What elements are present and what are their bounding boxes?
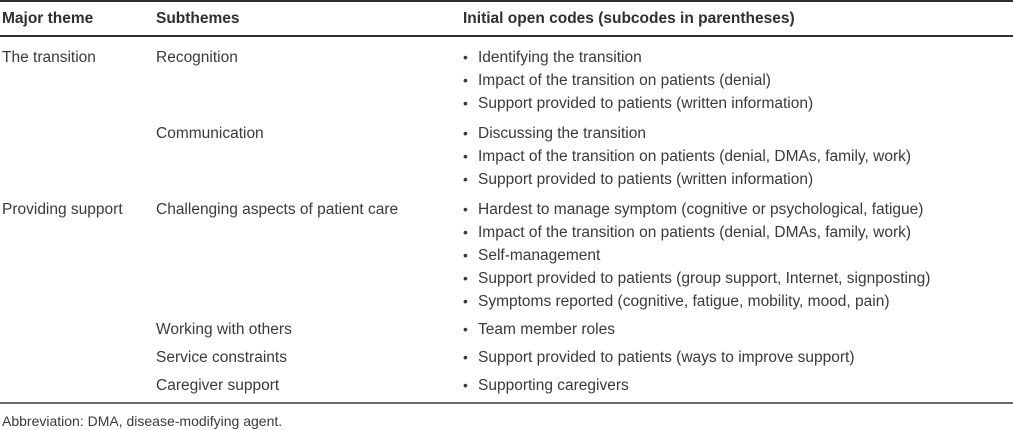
code-text: Support provided to patients (ways to im… (478, 349, 855, 366)
table-row: Service constraints • Support provided to… (0, 341, 1013, 369)
bullet-icon: • (463, 125, 468, 141)
code-item: • Hardest to manage symptom (cognitive or… (463, 198, 1013, 221)
header-row: Major theme Subthemes Initial open codes… (0, 0, 1013, 37)
bullet-icon: • (463, 171, 468, 187)
bullet-icon: • (463, 270, 468, 286)
column-header-major-theme: Major theme (0, 0, 156, 37)
code-item: • Support provided to patients (written i… (463, 168, 1013, 191)
bullet-icon: • (463, 72, 468, 88)
code-item: • Impact of the transition on patients (d… (463, 145, 1013, 168)
table-row: Providing support Challenging aspects of… (0, 191, 1013, 313)
major-theme-cell (0, 115, 156, 191)
code-item: • Self-management (463, 244, 1013, 267)
codes-cell: • Discussing the transition • Impact of th… (463, 115, 1013, 191)
code-text: Support provided to patients (written in… (478, 171, 814, 188)
code-item: • Identifying the transition (463, 46, 1013, 69)
code-text: Support provided to patients (group supp… (478, 270, 931, 287)
column-header-subthemes: Subthemes (156, 0, 463, 37)
code-item: • Discussing the transition (463, 122, 1013, 145)
codes-cell: • Team member roles (463, 313, 1013, 341)
table-row: Caregiver support • Supporting caregivers (0, 369, 1013, 403)
code-text: Support provided to patients (written in… (478, 95, 814, 112)
bullet-icon: • (463, 247, 468, 263)
bullet-icon: • (463, 201, 468, 217)
codes-cell: • Supporting caregivers (463, 369, 1013, 403)
code-text: Discussing the transition (478, 125, 646, 142)
codes-cell: • Support provided to patients (ways to i… (463, 341, 1013, 369)
subtheme-cell: Challenging aspects of patient care (156, 201, 399, 218)
major-theme-cell (0, 313, 156, 341)
bullet-icon: • (463, 377, 468, 393)
subtheme-cell: Caregiver support (156, 377, 280, 394)
subtheme-cell: Recognition (156, 49, 238, 66)
bullet-icon: • (463, 49, 468, 65)
table-row: The transition Recognition • Identifying … (0, 36, 1013, 115)
code-item: • Impact of the transition on patients (d… (463, 69, 1013, 92)
code-item: • Team member roles (463, 318, 1013, 341)
subtheme-cell: Working with others (156, 321, 292, 338)
bullet-icon: • (463, 349, 468, 365)
code-text: Identifying the transition (478, 49, 642, 66)
table-body: The transition Recognition • Identifying … (0, 36, 1013, 403)
bullet-icon: • (463, 321, 468, 337)
code-text: Symptoms reported (cognitive, fatigue, m… (478, 293, 890, 310)
code-item: • Symptoms reported (cognitive, fatigue, … (463, 290, 1013, 313)
code-item: • Support provided to patients (group sup… (463, 267, 1013, 290)
table-footnote: Abbreviation: DMA, disease-modifying age… (2, 413, 283, 429)
major-theme-cell: The transition (2, 49, 96, 66)
major-theme-cell: Providing support (2, 201, 123, 218)
code-text: Supporting caregivers (478, 377, 629, 394)
code-item: • Impact of the transition on patients (d… (463, 221, 1013, 244)
codes-cell: • Hardest to manage symptom (cognitive or… (463, 191, 1013, 313)
major-theme-cell (0, 369, 156, 403)
bullet-icon: • (463, 148, 468, 164)
code-text: Self-management (478, 247, 601, 264)
code-text: Impact of the transition on patients (de… (478, 72, 771, 89)
column-header-initial-open-codes: Initial open codes (subcodes in parenthe… (463, 0, 1013, 37)
table-row: Working with others • Team member roles (0, 313, 1013, 341)
bullet-icon: • (463, 224, 468, 240)
codes-cell: • Identifying the transition • Impact of t… (463, 36, 1013, 115)
code-text: Hardest to manage symptom (cognitive or … (478, 201, 924, 218)
code-item: • Support provided to patients (ways to i… (463, 346, 1013, 369)
bullet-icon: • (463, 95, 468, 111)
table-header: Major theme Subthemes Initial open codes… (0, 0, 1013, 37)
subtheme-cell: Service constraints (156, 349, 287, 366)
subtheme-cell: Communication (156, 125, 264, 142)
code-text: Impact of the transition on patients (de… (478, 148, 912, 165)
code-item: • Supporting caregivers (463, 374, 1013, 397)
major-theme-cell (0, 341, 156, 369)
code-item: • Support provided to patients (written i… (463, 92, 1013, 115)
bullet-icon: • (463, 293, 468, 309)
table-row: Communication • Discussing the transition… (0, 115, 1013, 191)
code-text: Team member roles (478, 321, 615, 338)
coding-themes-table: Major theme Subthemes Initial open codes… (0, 0, 1013, 404)
code-text: Impact of the transition on patients (de… (478, 224, 912, 241)
